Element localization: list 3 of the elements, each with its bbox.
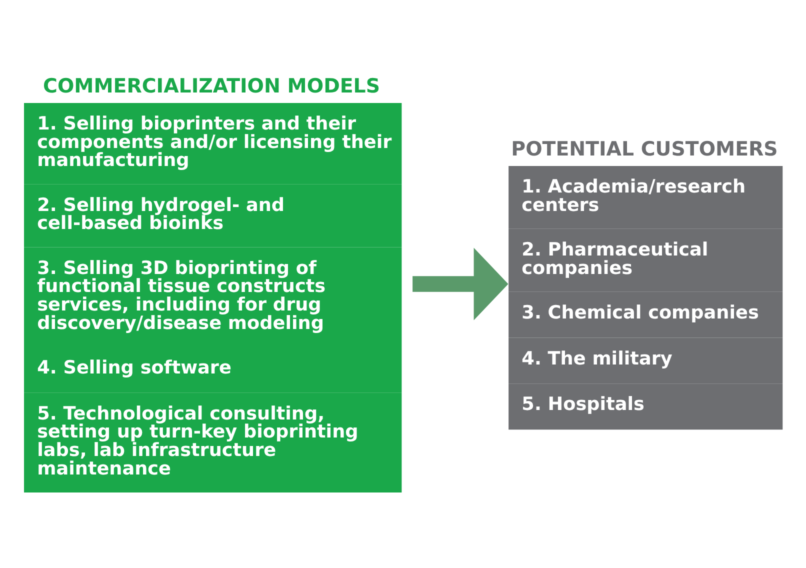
- arrow: [412, 248, 508, 320]
- node-label: POTENTIAL CUSTOMERS: [511, 137, 778, 160]
- node-label: COMMERCIALIZATION MODELS: [43, 74, 380, 98]
